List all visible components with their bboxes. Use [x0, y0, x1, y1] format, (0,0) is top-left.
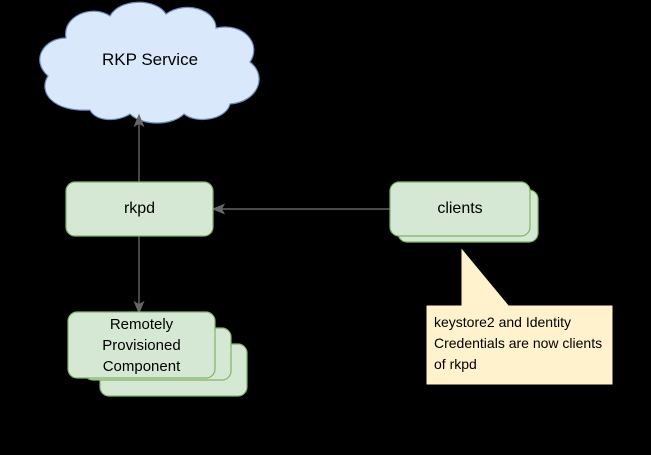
edge-rkpd-to-rkp-service: [133, 113, 145, 182]
edge-rkpd-to-remotely-provisioned-component: [133, 236, 145, 315]
edge-clients-to-rkpd: [211, 203, 390, 215]
callout-note: [426, 248, 613, 385]
rkpd-box[interactable]: [65, 181, 214, 237]
clients-stack[interactable]: [389, 181, 539, 243]
rkp-service-cloud[interactable]: [39, 1, 260, 124]
remotely-provisioned-component-stack[interactable]: [67, 311, 248, 397]
